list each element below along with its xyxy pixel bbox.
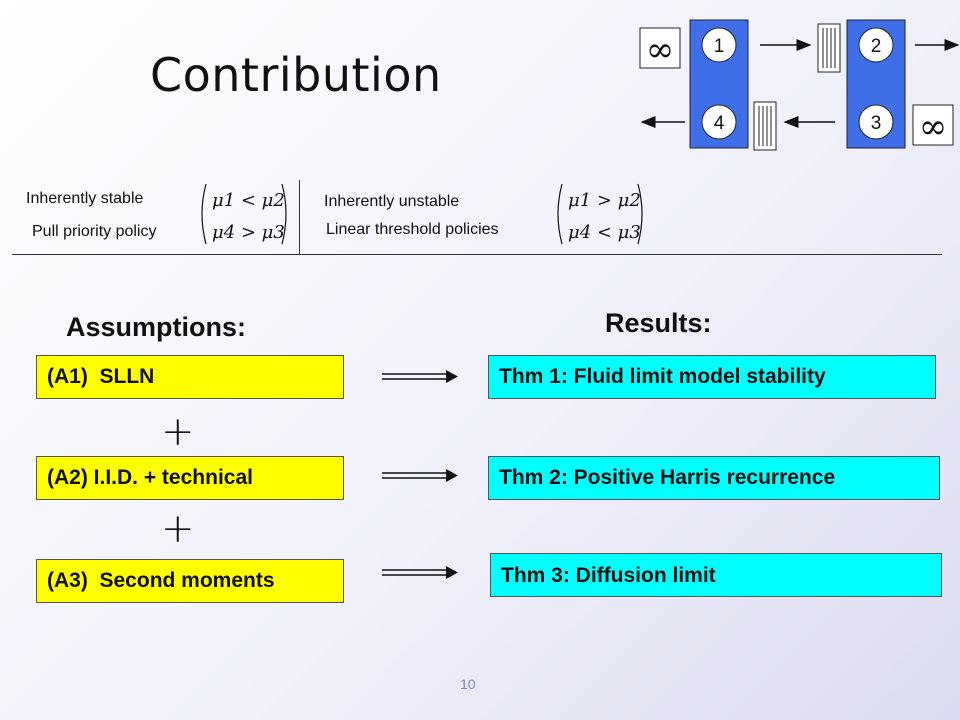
plus-icon: + [161, 409, 195, 455]
assumption-a3-label: (A3) Second moments [47, 569, 275, 592]
assumption-a2-box: (A2) I.I.D. + technical [36, 456, 344, 500]
unstable-condition-1: μ1 > μ2 [568, 190, 641, 211]
station-2-label: 2 [871, 36, 882, 57]
result-thm3-label: Thm 3: Diffusion limit [501, 564, 716, 587]
station-4 [701, 104, 737, 140]
stable-condition-2: μ4 > μ3 [212, 222, 285, 243]
assumption-a3-box: (A3) Second moments [36, 559, 344, 603]
inherently-stable-label: Inherently stable [26, 190, 144, 207]
station-2 [858, 27, 894, 63]
infinite-source-bottom [912, 104, 954, 146]
inherently-unstable-label: Inherently unstable [324, 193, 460, 210]
assumptions-heading: Assumptions: [66, 312, 247, 342]
stable-condition-bracket [201, 183, 287, 245]
plus-icon: + [161, 506, 195, 552]
assumption-a1-box: (A1) SLLN [36, 355, 344, 399]
implies-arrow-1 [382, 370, 458, 383]
buffer-queue-top [817, 23, 841, 73]
conditions-horizontal-divider [12, 254, 942, 255]
result-thm1-box: Thm 1: Fluid limit model stability [488, 355, 936, 399]
station-4-label: 4 [714, 113, 725, 134]
network-diagram: 1 4 2 3 ∞ ∞ [639, 19, 960, 151]
unstable-condition-bracket [557, 183, 643, 245]
station-3-label: 3 [871, 113, 882, 134]
unstable-condition-2: μ4 < μ3 [568, 222, 641, 243]
implies-arrow-3 [382, 566, 458, 579]
buffer-queue-bottom [753, 101, 777, 151]
results-heading: Results: [605, 308, 712, 338]
result-thm3-box: Thm 3: Diffusion limit [490, 553, 942, 597]
station-1 [701, 27, 737, 63]
assumption-a1-label: (A1) SLLN [47, 365, 155, 388]
result-thm2-label: Thm 2: Positive Harris recurrence [499, 466, 836, 489]
result-thm2-box: Thm 2: Positive Harris recurrence [488, 456, 940, 500]
linear-threshold-policies-label: Linear threshold policies [326, 221, 499, 238]
assumption-a2-label: (A2) I.I.D. + technical [47, 466, 253, 489]
station-1-label: 1 [714, 36, 725, 57]
infinity-icon: ∞ [919, 107, 947, 147]
conditions-vertical-divider [299, 180, 300, 254]
page-title: Contribution [150, 48, 442, 102]
page-number: 10 [460, 676, 476, 692]
station-3 [858, 104, 894, 140]
infinity-icon: ∞ [646, 30, 674, 70]
stable-condition-1: μ1 < μ2 [212, 190, 285, 211]
result-thm1-label: Thm 1: Fluid limit model stability [499, 365, 826, 388]
pull-priority-policy-label: Pull priority policy [32, 223, 157, 240]
implies-arrow-2 [382, 469, 458, 482]
infinite-source-top [639, 27, 681, 69]
